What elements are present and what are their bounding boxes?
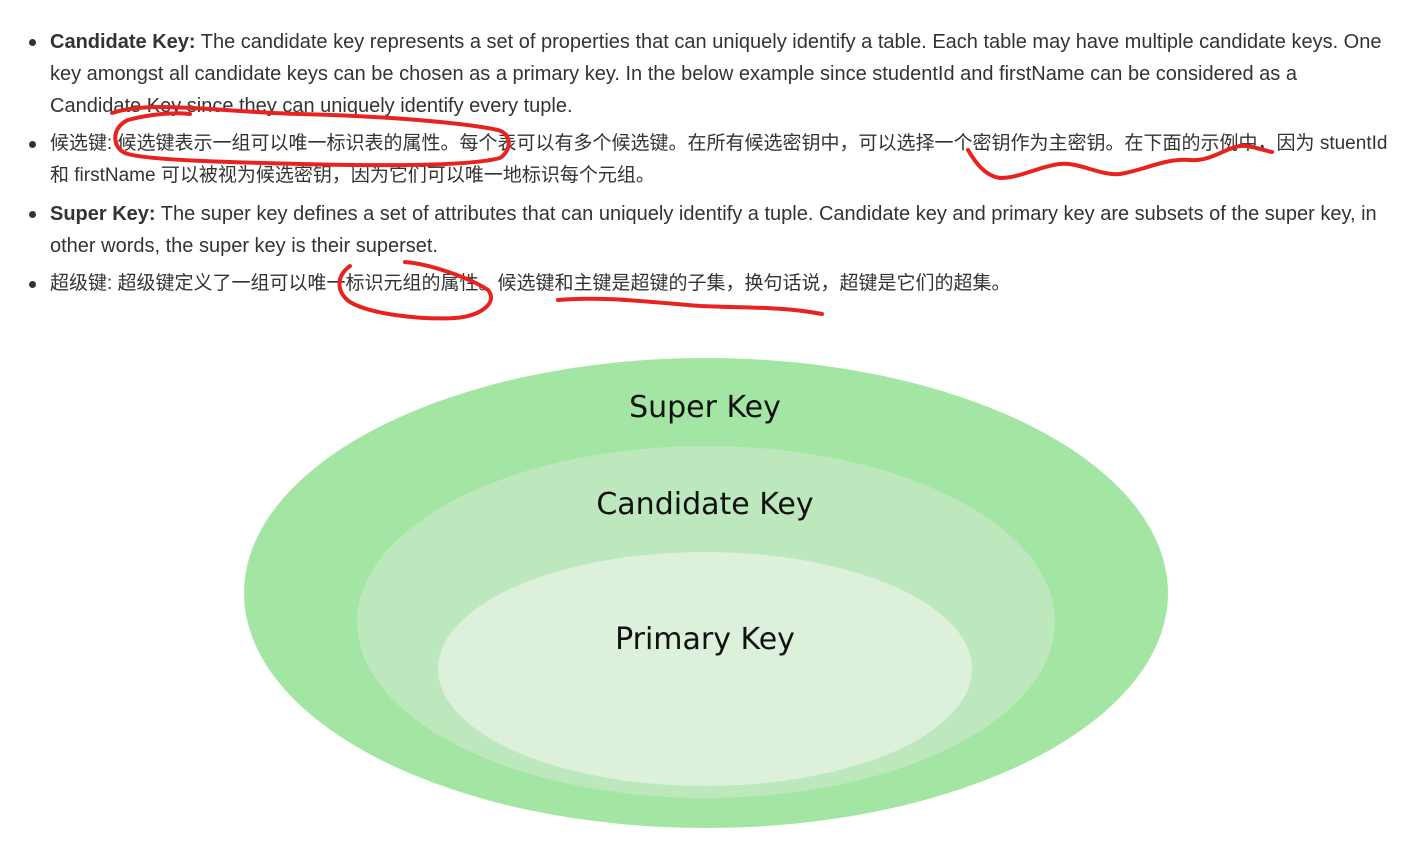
list-item-candidate-key: Candidate Key: The candidate key represe… xyxy=(22,26,1392,122)
primary-key-label: Primary Key xyxy=(615,622,795,657)
super-key-label: Super Key xyxy=(629,390,781,425)
primary-key-ellipse xyxy=(438,552,972,786)
candidate-key-label: Candidate Key xyxy=(596,487,813,522)
candidate-key-ellipse xyxy=(357,446,1055,798)
definition-candidate-key: The candidate key represents a set of pr… xyxy=(50,31,1382,117)
definition-super-key-zh: 超级键: 超级键定义了一组可以唯一标识元组的属性。候选键和主键是超键的子集，换句… xyxy=(50,273,1011,294)
list-item-super-key: Super Key: The super key defines a set o… xyxy=(22,198,1392,262)
term-super-key: Super Key: xyxy=(50,203,156,225)
definition-super-key: The super key defines a set of attribute… xyxy=(50,203,1377,257)
super-key-ellipse xyxy=(244,358,1168,828)
term-candidate-key: Candidate Key: xyxy=(50,31,196,53)
definition-candidate-key-zh: 候选键: 候选键表示一组可以唯一标识表的属性。每个表可以有多个候选键。在所有候选… xyxy=(50,133,1388,186)
list-item-super-key-zh: 超级键: 超级键定义了一组可以唯一标识元组的属性。候选键和主键是超键的子集，换句… xyxy=(22,268,1392,300)
key-definitions-list: Candidate Key: The candidate key represe… xyxy=(22,26,1392,306)
list-item-candidate-key-zh: 候选键: 候选键表示一组可以唯一标识表的属性。每个表可以有多个候选键。在所有候选… xyxy=(22,128,1392,192)
